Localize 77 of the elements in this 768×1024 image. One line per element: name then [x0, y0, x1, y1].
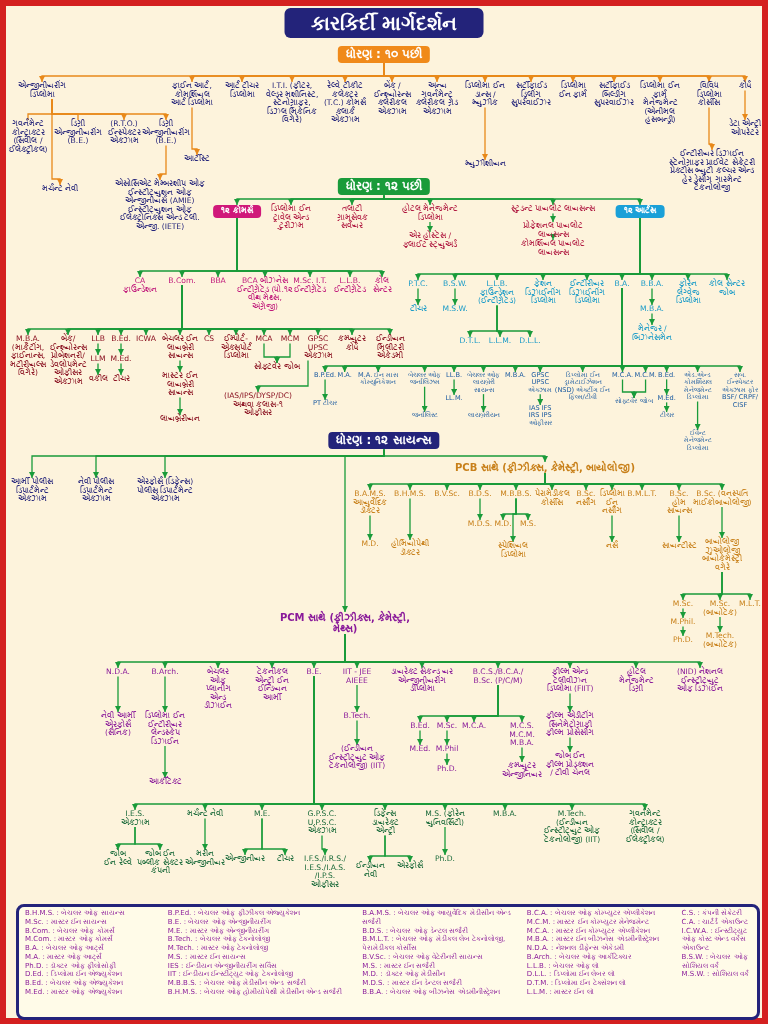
connector-arrow [236, 217, 385, 278]
connector-arrow [255, 359, 309, 393]
connector-arrow [407, 497, 413, 541]
connector-arrow [134, 826, 163, 851]
connector-arrow [384, 834, 413, 863]
connector-arrow [519, 746, 525, 763]
career-text: PCM સાથે (ફીઝીક્સ, કેમેસ્ટ્રી, મેથ્સ) [270, 612, 420, 635]
connector-arrow [162, 675, 168, 713]
connector-arrow [680, 607, 686, 619]
connector-arrow [477, 497, 483, 521]
connector-arrow [544, 472, 725, 491]
connector-arrow [567, 692, 573, 713]
connector-arrow [663, 401, 670, 413]
connector-arrow [676, 514, 682, 543]
connector-arrow [649, 287, 655, 306]
connector-arrow [694, 400, 701, 431]
connector-arrow [415, 287, 421, 306]
connector-arrow [383, 194, 643, 206]
connector-arrow [742, 89, 748, 121]
connector-arrow [537, 393, 544, 406]
connector-arrow [719, 506, 725, 539]
connector-arrow [118, 342, 124, 356]
connector-arrow [496, 304, 533, 338]
connector-arrow [191, 106, 200, 156]
connector-arrow [609, 514, 615, 543]
connector-arrow [321, 834, 328, 856]
connector-arrow [342, 448, 385, 613]
connector-arrow [177, 396, 183, 416]
connector-arrow [482, 106, 488, 161]
section-heading-box: ૧૨ કોમર્સ [213, 205, 261, 218]
connector-arrow [451, 378, 458, 396]
connector-arrow [118, 362, 124, 376]
connector-arrow [177, 359, 183, 373]
connector-arrow [421, 386, 428, 413]
connector-arrow [367, 514, 373, 541]
connector-arrow [427, 221, 433, 233]
connector-arrow [162, 745, 168, 779]
connector-arrow [417, 729, 423, 746]
career-text: PCB સાથે (ફીઝીક્સ, કેમેસ્ટ્રી, બાયોલોજી) [455, 462, 635, 474]
connector-arrow [157, 144, 167, 181]
connector-arrow [497, 684, 525, 723]
connector-arrow [649, 312, 655, 326]
connector-arrow [202, 817, 208, 851]
connector-arrow [717, 616, 723, 633]
section-heading-box: ધોરણ : ૧૦ પછી [337, 46, 431, 64]
connector-arrow [442, 826, 448, 856]
connector-arrow [631, 378, 647, 399]
connector-arrow [452, 287, 458, 306]
connector-arrow [322, 378, 329, 401]
connector-arrow [95, 362, 101, 376]
connector-arrow [313, 675, 648, 811]
connector-arrow [344, 633, 703, 669]
section-heading-box: ધોરણ : ૧૨ પછી [337, 178, 431, 196]
connector-arrow [444, 729, 450, 746]
connector-arrow [663, 378, 670, 396]
connector-arrow [444, 752, 450, 766]
connector-arrow [261, 817, 288, 856]
connector-arrow [115, 675, 121, 713]
section-heading-box: ધોરણ : ૧૨ સાયન્સ [328, 432, 440, 450]
connector-arrow [680, 625, 686, 637]
connector-arrow [639, 217, 730, 281]
title-banner: કારકિર્દી માર્ગદર્શન [284, 8, 484, 38]
section-heading-box: ૧૨ આર્ટસ [615, 205, 665, 218]
connector-arrow [721, 571, 753, 601]
connector-arrow [550, 234, 556, 241]
connector-arrow [621, 287, 743, 373]
connector-arrow [51, 98, 63, 186]
connector-arrow [181, 284, 393, 336]
connector-arrow [354, 684, 360, 713]
connector-arrow [95, 342, 101, 356]
connector-arrow [480, 393, 487, 413]
connector-arrow [567, 736, 573, 753]
connector-arrow [274, 342, 291, 364]
connector-arrow [354, 719, 360, 746]
connector-arrow [550, 212, 556, 223]
connector-arrow [510, 497, 517, 543]
connector-arrow [708, 106, 715, 151]
